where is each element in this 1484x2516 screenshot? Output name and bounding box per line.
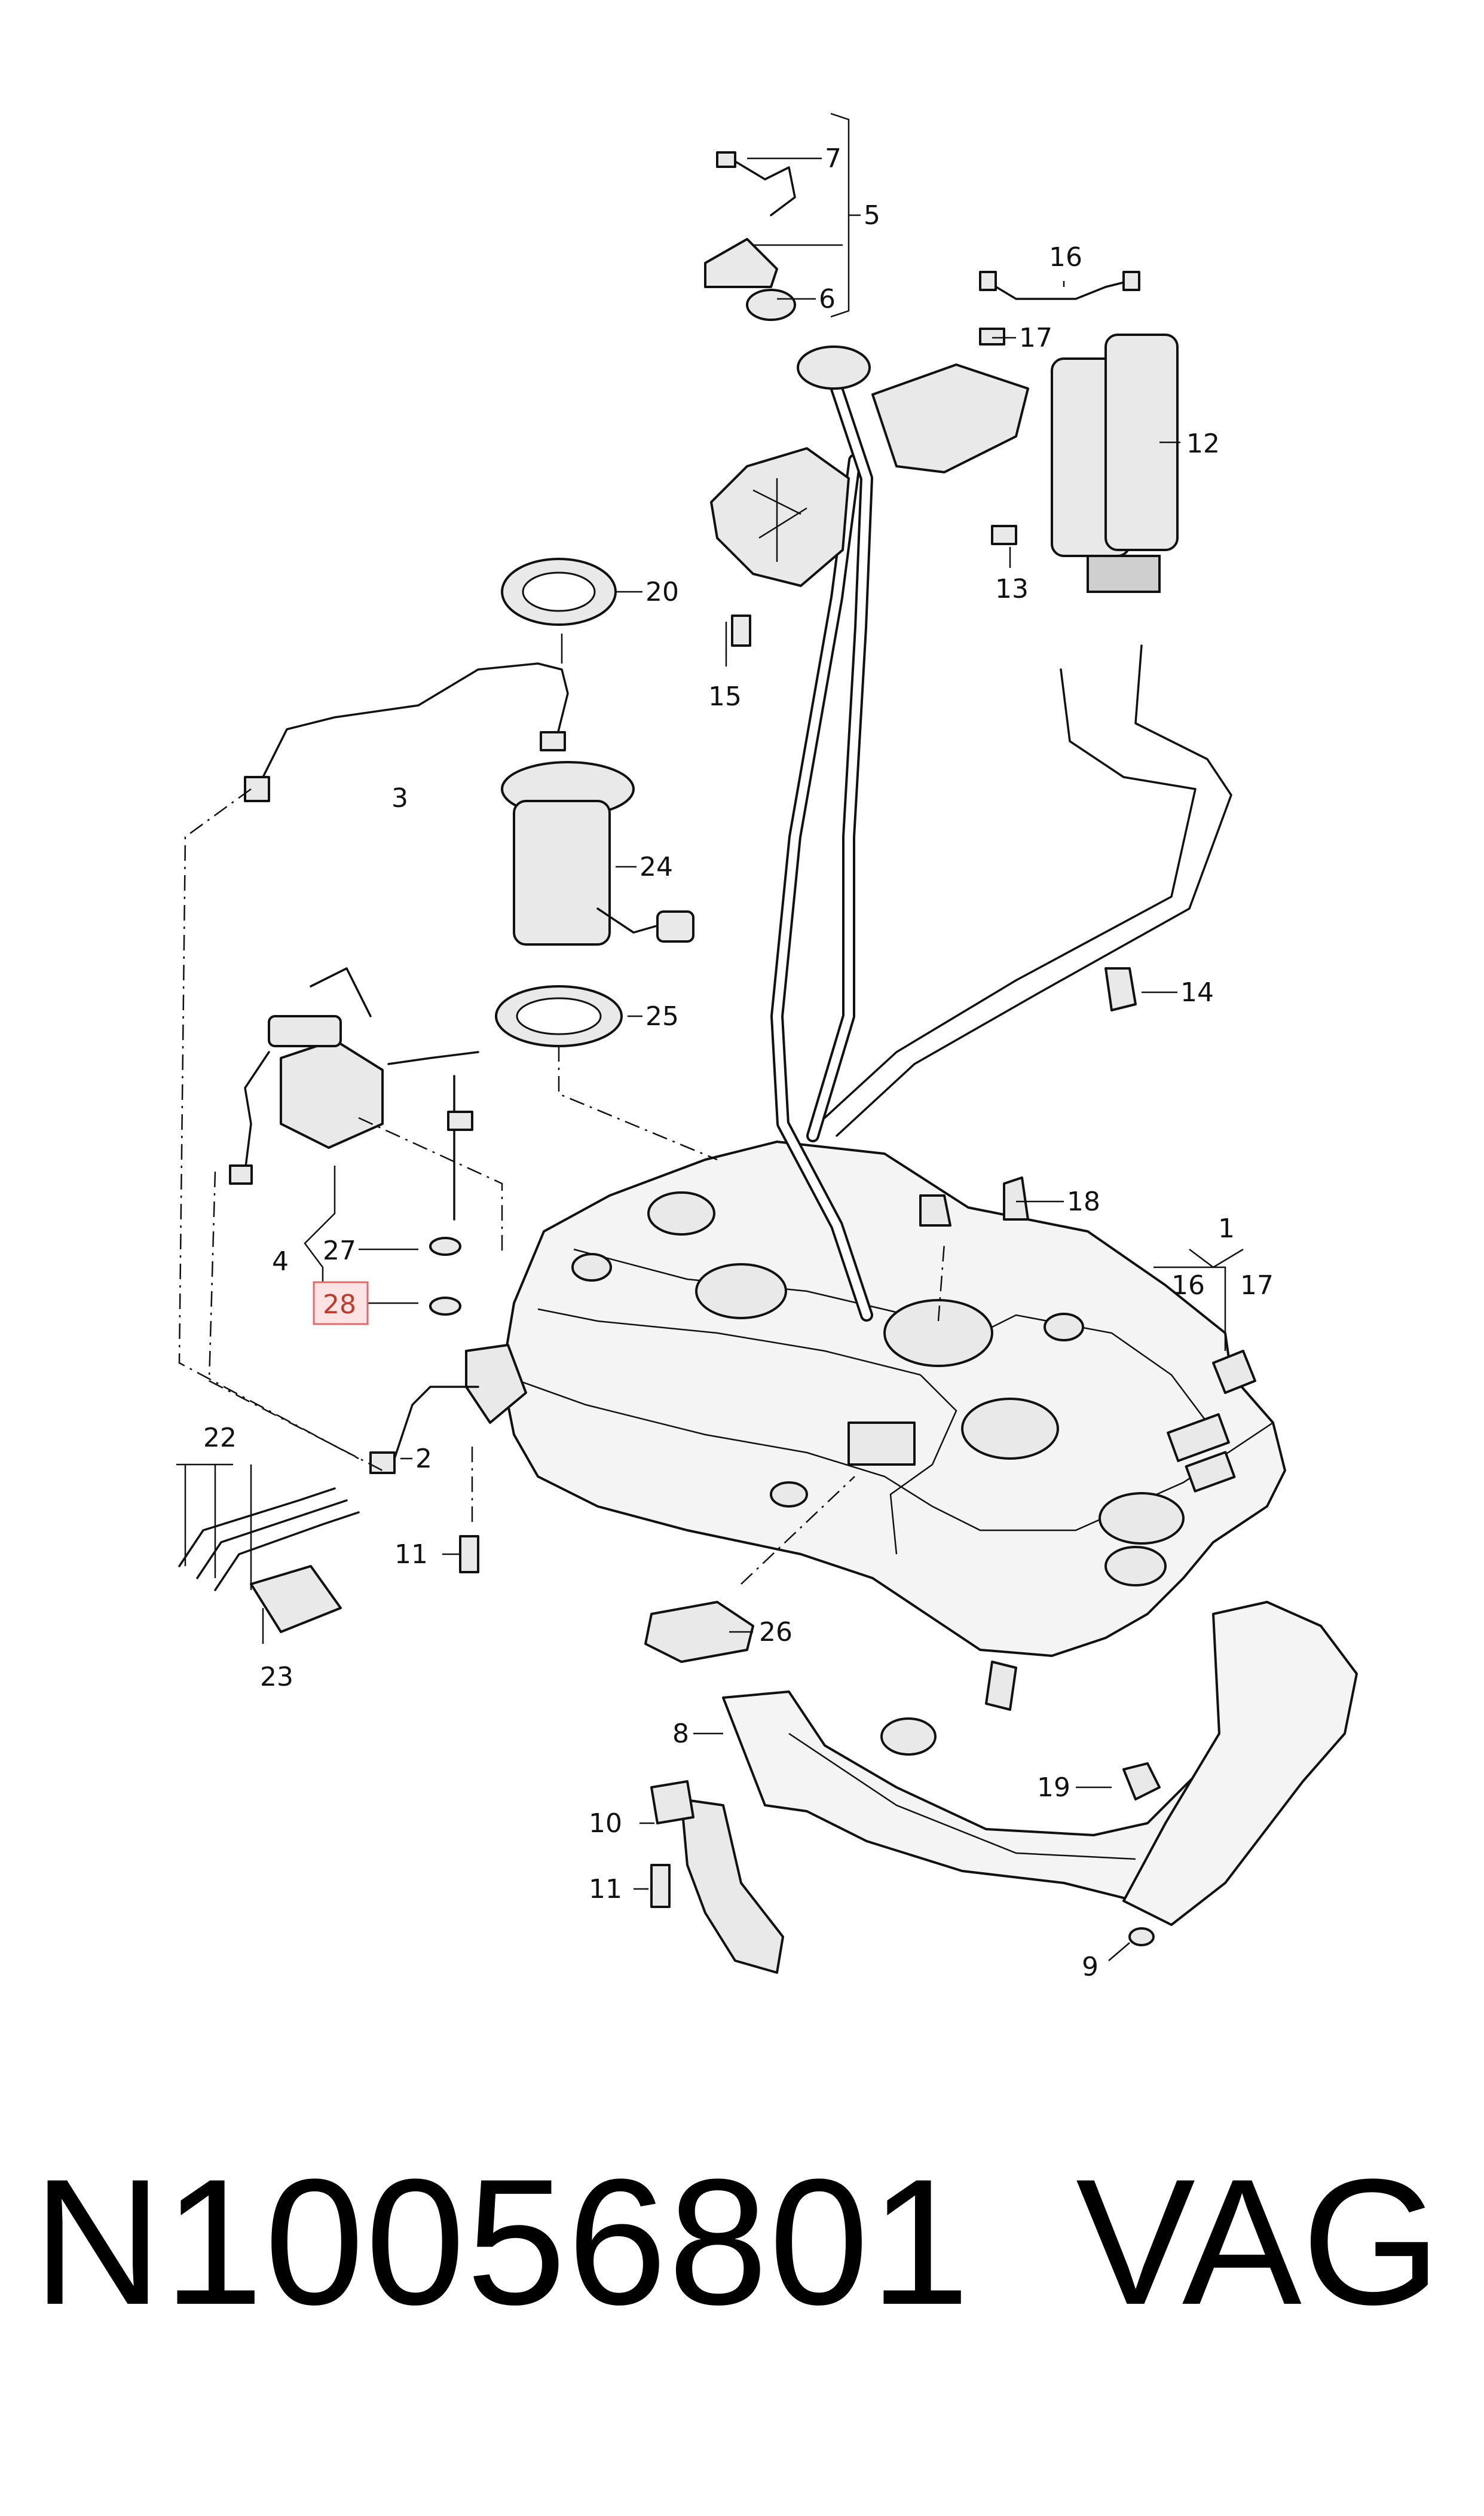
part-number-text: N10056801 <box>33 2141 971 2342</box>
callout-28-highlight <box>313 1281 369 1325</box>
callout-label-18: 18 <box>1067 1187 1100 1217</box>
callout-label-2: 2 <box>415 1444 432 1474</box>
callout-label-9: 9 <box>1082 1952 1099 1982</box>
callout-label-17a: 17 <box>1019 323 1052 353</box>
callout-label-6: 6 <box>819 284 836 314</box>
tank-straps <box>650 1601 1358 1974</box>
callout-label-19: 19 <box>1037 1772 1070 1803</box>
callout-label-15: 15 <box>708 681 742 712</box>
callout-labels: 7 5 6 16 17 12 13 15 20 3 24 25 14 18 1 … <box>203 143 1274 1982</box>
callout-label-28: 28 <box>323 1289 356 1320</box>
callout-label-1: 1 <box>1218 1213 1235 1244</box>
small-parts <box>459 151 1137 1573</box>
fuel-filter-block <box>229 967 479 1316</box>
callout-label-20: 20 <box>645 577 679 607</box>
callout-label-24: 24 <box>640 852 673 882</box>
callout-label-7: 7 <box>825 143 842 174</box>
callout-label-27: 27 <box>323 1236 356 1266</box>
callout-label-3: 3 <box>391 783 408 814</box>
filler-neck <box>710 346 1029 1322</box>
callout-label-14: 14 <box>1180 977 1214 1008</box>
callout-label-17b: 17 <box>1240 1270 1274 1301</box>
callout-label-16a: 16 <box>1049 242 1082 273</box>
callout-label-13: 13 <box>995 574 1029 604</box>
dashed-leaders <box>358 1046 946 1585</box>
fuel-tank <box>465 1141 1286 1657</box>
vent-lines <box>824 644 1232 1137</box>
carbon-canister <box>979 271 1179 593</box>
callout-label-11a: 11 <box>394 1539 428 1570</box>
callout-leaders <box>176 112 1244 1961</box>
brand-text: VAG <box>1076 2141 1442 2342</box>
callout-label-12: 12 <box>1186 429 1220 459</box>
callout-label-22: 22 <box>203 1423 237 1453</box>
callout-label-10: 10 <box>589 1808 622 1839</box>
callout-label-23: 23 <box>260 1662 293 1692</box>
callout-label-5: 5 <box>864 200 880 231</box>
fuel-lines-left <box>178 788 479 1633</box>
diagram-canvas: 7 5 6 16 17 12 13 15 20 3 24 25 14 18 1 … <box>176 112 1358 1982</box>
fuel-pump-assembly <box>244 558 694 1047</box>
callout-label-16b: 16 <box>1171 1270 1205 1301</box>
bracket-26 <box>644 1601 754 1663</box>
callout-label-25: 25 <box>645 1001 679 1032</box>
callout-label-11b: 11 <box>589 1874 622 1904</box>
callout-label-26: 26 <box>759 1617 793 1647</box>
callout-label-8: 8 <box>672 1719 689 1749</box>
callout-label-4: 4 <box>272 1246 289 1277</box>
